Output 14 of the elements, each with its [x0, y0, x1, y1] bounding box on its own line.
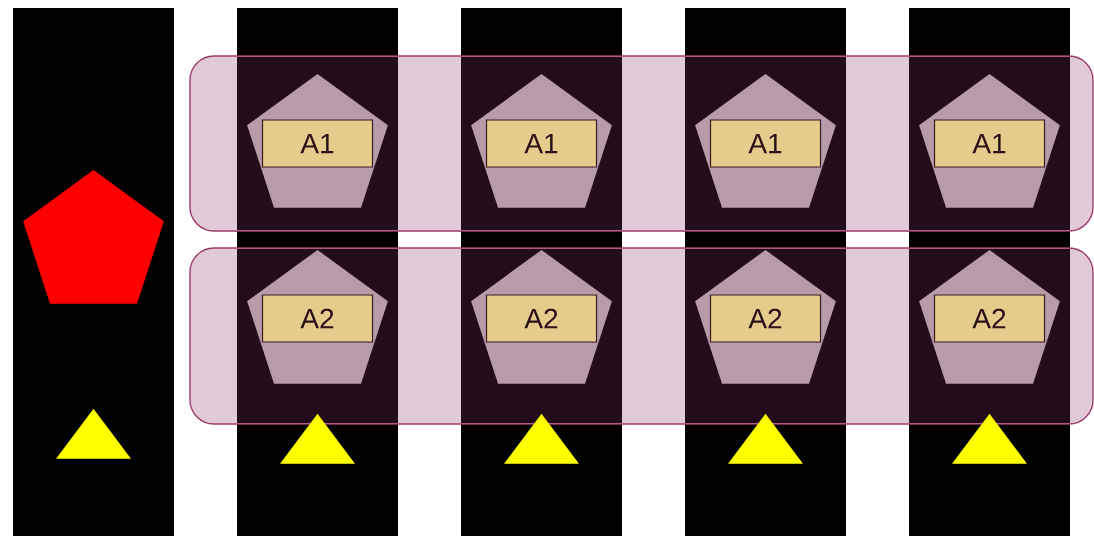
triangle [952, 413, 1027, 464]
triangle [728, 413, 803, 464]
label-box: A2 [709, 294, 822, 343]
triangle [504, 413, 579, 464]
label-box: A2 [485, 294, 598, 343]
label-box: A1 [485, 119, 598, 168]
pentagon [23, 170, 164, 304]
label-box: A1 [709, 119, 822, 168]
label-box: A2 [933, 294, 1046, 343]
label-box: A1 [261, 119, 374, 168]
triangle [280, 413, 355, 464]
triangle [56, 408, 131, 459]
label-box: A2 [261, 294, 374, 343]
label-box: A1 [933, 119, 1046, 168]
